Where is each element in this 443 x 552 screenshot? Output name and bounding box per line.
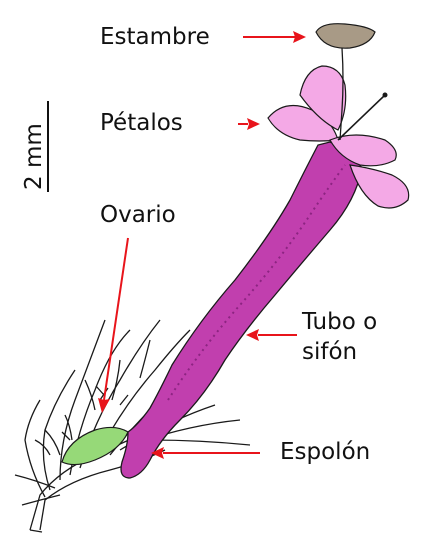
stamen-anther (315, 23, 376, 49)
tube-shading (167, 164, 346, 401)
stamen-filament (339, 47, 344, 141)
arrow-tubo-head (246, 329, 259, 341)
arrows (98, 31, 306, 459)
arrow-espolon-head (151, 447, 164, 459)
arrow-ovario-head (98, 398, 110, 413)
label-estambre: Estambre (100, 24, 210, 50)
arrow-estambre-head (293, 31, 306, 43)
petals-drawing (267, 65, 410, 209)
label-ovario: Ovario (100, 202, 176, 228)
label-tubo-line2: sifón (302, 339, 358, 365)
scale-bar-label: 2 mm (21, 123, 47, 190)
stigma-dot (382, 92, 388, 98)
label-tubo-line1: Tubo o (302, 309, 378, 335)
tube-shape (120, 141, 363, 479)
arrow-petalos-head (247, 118, 260, 130)
arrow-ovario (103, 237, 129, 401)
ovary-shape (61, 426, 129, 466)
label-petalos: Pétalos (100, 110, 183, 136)
label-espolon: Espolón (280, 439, 371, 465)
style-needle (337, 95, 385, 141)
